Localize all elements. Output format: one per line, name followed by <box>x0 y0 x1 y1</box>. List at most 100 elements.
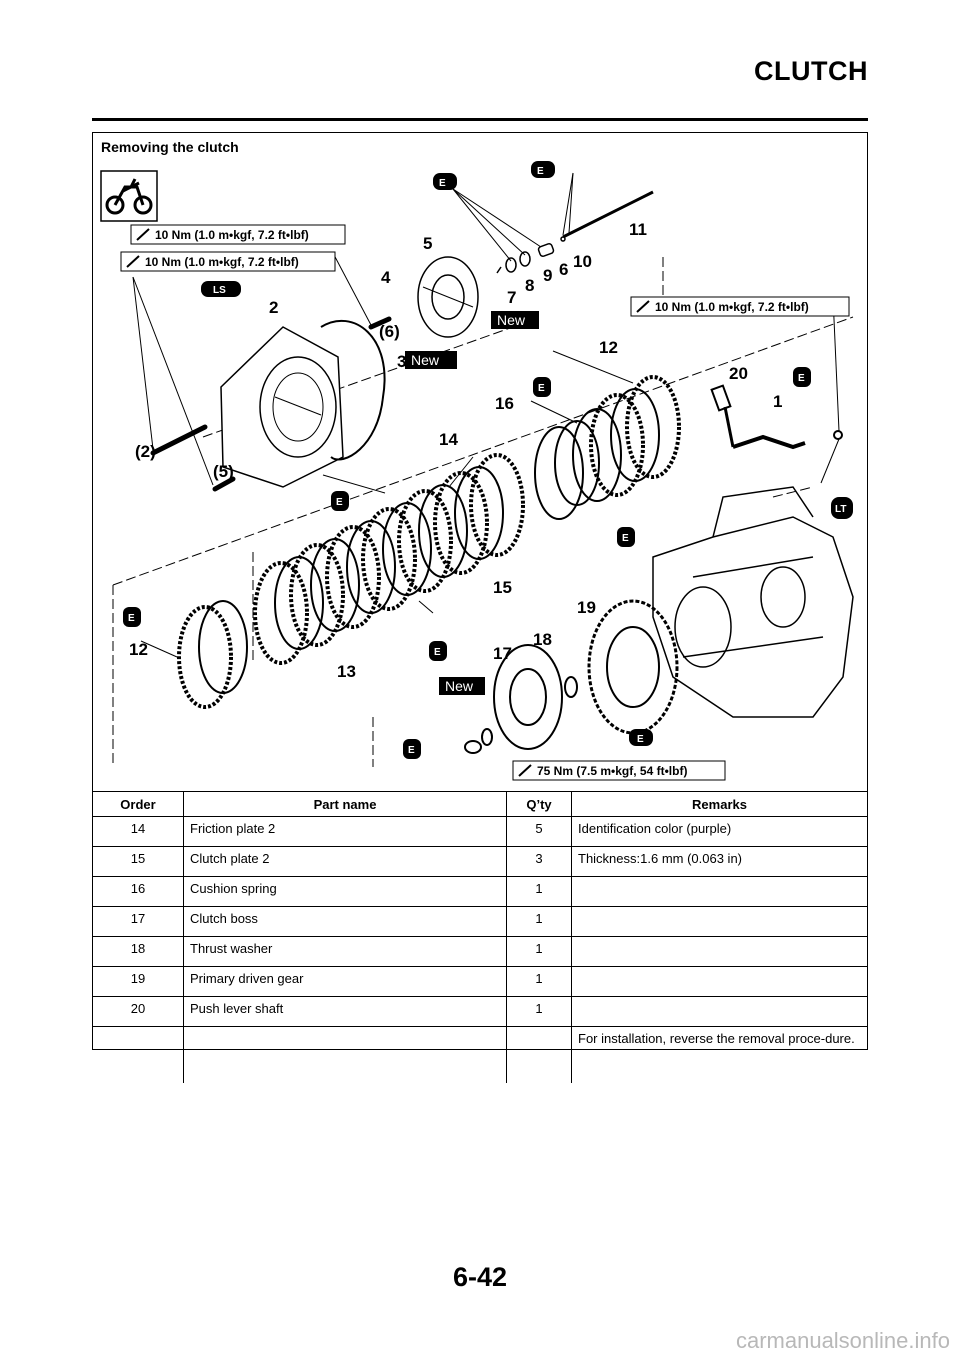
callout-3: 3 <box>397 352 406 371</box>
svg-text:E: E <box>128 613 135 624</box>
table-row: For installation, reverse the removal pr… <box>93 1026 867 1084</box>
cell-remarks <box>571 936 867 967</box>
engine-oil-badges: E E E E E E E E E E <box>123 161 811 759</box>
cell-qty: 1 <box>506 876 572 907</box>
torque-label-4: 75 Nm (7.5 m•kgf, 54 ft•lbf) <box>512 760 726 781</box>
exploded-diagram: 10 Nm (1.0 m•kgf, 7.2 ft•lbf) 10 Nm (1.0… <box>100 161 854 781</box>
pressure-plate <box>417 256 479 338</box>
callout-5: 5 <box>423 234 432 253</box>
cell-qty: 1 <box>506 966 572 997</box>
bolts <box>150 316 392 492</box>
cell-qty: 1 <box>506 996 572 1027</box>
svg-text:New: New <box>411 352 440 368</box>
page-number: 6-42 <box>452 1262 508 1292</box>
cell-order: 18 <box>93 936 184 967</box>
torque-label-1: 10 Nm (1.0 m•kgf, 7.2 ft•lbf) <box>130 224 346 245</box>
callout-7: 7 <box>507 288 516 307</box>
torque-label-3-text: 10 Nm (1.0 m•kgf, 7.2 ft•lbf) <box>655 300 809 314</box>
cell-part: Push lever shaft <box>183 996 507 1027</box>
cell-part: Primary driven gear <box>183 966 507 997</box>
cell-remarks: For installation, reverse the removal pr… <box>571 1026 867 1083</box>
torque-label-3: 10 Nm (1.0 m•kgf, 7.2 ft•lbf) <box>630 296 850 317</box>
lithium-grease-badge: LS <box>201 281 241 297</box>
header-remarks: Remarks <box>571 791 867 817</box>
oil-badge: E <box>793 367 811 387</box>
svg-text:E: E <box>798 373 805 384</box>
cell-order: 15 <box>93 846 184 877</box>
svg-text:E: E <box>408 745 415 756</box>
cell-order: 14 <box>93 816 184 847</box>
table-row: 14 Friction plate 2 5 Identification col… <box>93 816 867 847</box>
oil-badge: E <box>123 607 141 627</box>
callout-9: 9 <box>543 266 552 285</box>
cell-remarks: Identification color (purple) <box>571 816 867 847</box>
callout-4: 4 <box>381 268 391 287</box>
section-title: Removing the clutch <box>101 139 239 155</box>
table-row: 15 Clutch plate 2 3 Thickness:1.6 mm (0.… <box>93 846 867 877</box>
callout-11: 11 <box>629 220 647 239</box>
parts-table: Order Part name Q’ty Remarks 14 Friction… <box>93 791 867 1083</box>
svg-text:E: E <box>537 166 544 177</box>
torque-wrench-icon <box>636 300 650 313</box>
leader-lines <box>132 172 840 658</box>
callouts: 1 2 3 4 5 6 7 8 9 10 11 12 12 13 14 15 1… <box>129 220 782 681</box>
callout-12-bottom: 12 <box>129 640 148 659</box>
torque-wrench-icon <box>518 764 532 777</box>
header-part-name: Part name <box>183 791 507 817</box>
cell-part: Friction plate 2 <box>183 816 507 847</box>
callout-8: 8 <box>525 276 534 295</box>
page-title: CLUTCH <box>754 56 868 86</box>
small-parts <box>496 190 654 274</box>
callout-12-top: 12 <box>599 338 618 357</box>
plate-stack <box>177 375 681 709</box>
guide-lines <box>112 257 854 767</box>
torque-label-1-text: 10 Nm (1.0 m•kgf, 7.2 ft•lbf) <box>155 228 309 242</box>
table-row: 16 Cushion spring 1 <box>93 876 867 907</box>
svg-text:New: New <box>445 678 474 694</box>
callout-20: 20 <box>729 364 748 383</box>
torque-wrench-icon <box>136 228 150 241</box>
callout-6: 6 <box>559 260 568 279</box>
table-row: 19 Primary driven gear 1 <box>93 966 867 997</box>
new-tag-gasket: New <box>405 351 457 369</box>
clutch-cover <box>220 326 344 488</box>
oil-badge: E <box>533 377 551 397</box>
torque-label-4-text: 75 Nm (7.5 m•kgf, 54 ft•lbf) <box>537 764 687 778</box>
oil-badge: E <box>403 739 421 759</box>
cell-qty: 3 <box>506 846 572 877</box>
gasket <box>320 319 386 461</box>
cell-part: Cushion spring <box>183 876 507 907</box>
oil-badge: E <box>429 641 447 661</box>
svg-text:E: E <box>538 383 545 394</box>
oil-badge: E <box>531 161 555 178</box>
procedure-frame: Removing the clutch <box>92 132 868 1083</box>
callout-10: 10 <box>573 252 592 271</box>
svg-text:New: New <box>497 312 526 328</box>
push-lever-shaft <box>710 384 843 450</box>
callout-qty-2: (2) <box>135 442 156 461</box>
callout-15: 15 <box>493 578 512 597</box>
svg-text:E: E <box>439 178 446 189</box>
table-row: 17 Clutch boss 1 <box>93 906 867 937</box>
new-tag-o-ring: New <box>491 311 539 329</box>
new-tag-nut: New <box>439 677 485 695</box>
callout-18: 18 <box>533 630 552 649</box>
cell-remarks <box>571 966 867 997</box>
oil-badge: E <box>433 173 457 190</box>
cell-part <box>183 1026 507 1083</box>
cell-order: 16 <box>93 876 184 907</box>
svg-text:LT: LT <box>835 504 846 515</box>
cell-remarks <box>571 996 867 1027</box>
table-row: 20 Push lever shaft 1 <box>93 996 867 1027</box>
callout-qty-6: (6) <box>379 322 400 341</box>
cell-order <box>93 1027 184 1084</box>
clutch-boss <box>464 644 563 754</box>
oil-badge: E <box>629 729 653 746</box>
threadlock-badge: LT <box>831 497 853 519</box>
table-header-row: Order Part name Q’ty Remarks <box>93 791 867 817</box>
cell-part: Thrust washer <box>183 936 507 967</box>
watermark: carmanualsonline.info <box>735 1328 950 1353</box>
torque-wrench-icon <box>126 255 140 268</box>
callout-19: 19 <box>577 598 596 617</box>
callout-1: 1 <box>773 392 782 411</box>
